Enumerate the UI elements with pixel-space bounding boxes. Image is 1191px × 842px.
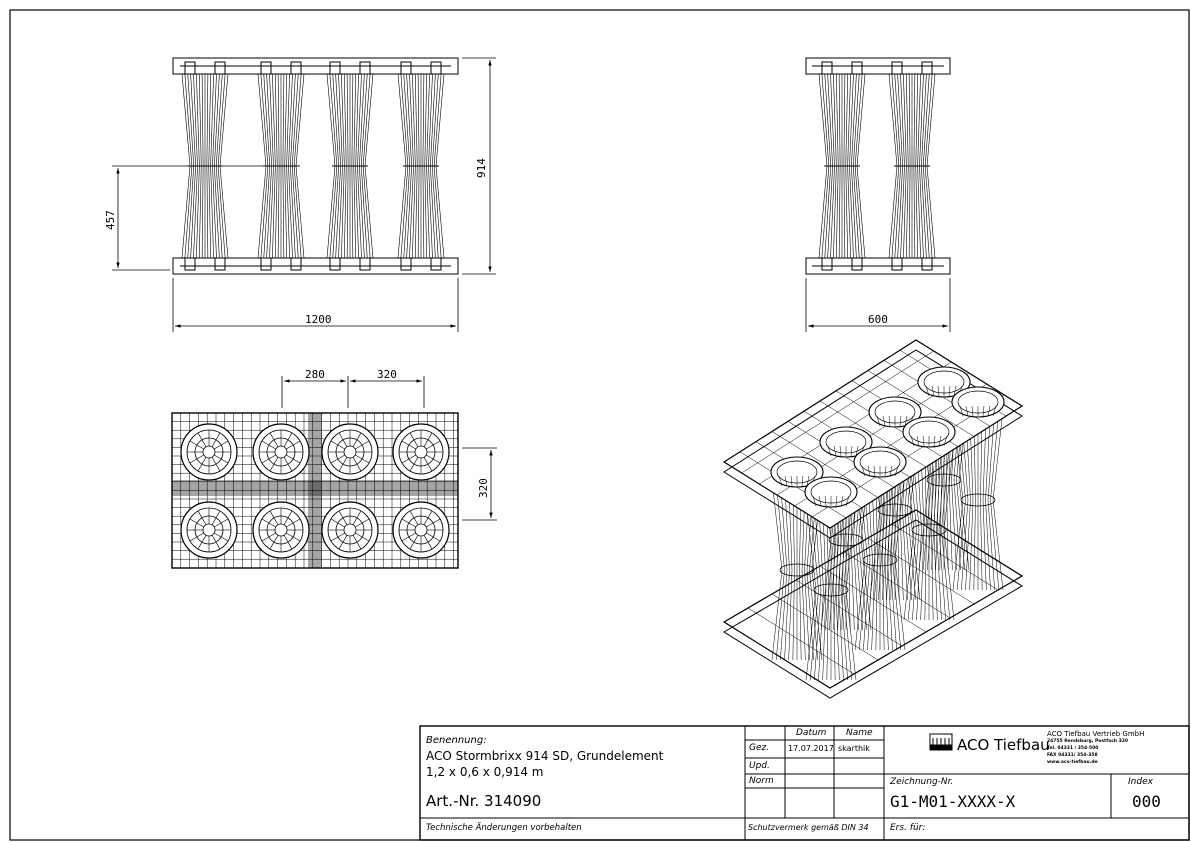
index-value: 000 <box>1132 792 1161 811</box>
side-dimensions <box>805 278 951 332</box>
aco-logo-mark <box>929 733 953 751</box>
dim-top-spacing-a: 280 <box>305 368 325 381</box>
sheet-border <box>9 9 1190 841</box>
col-datum: Datum <box>796 728 827 738</box>
dim-side-width: 600 <box>868 313 888 326</box>
title-block <box>419 725 1190 841</box>
side-view <box>805 57 951 275</box>
row-norm: Norm <box>749 776 774 786</box>
front-bottom-plate <box>172 257 459 275</box>
front-dimensions <box>112 57 496 332</box>
protection-note: Schutzvermerk gemäß DIN 34 <box>748 823 869 832</box>
index-label: Index <box>1128 777 1153 787</box>
drawing-no-label: Zeichnung-Nr. <box>890 777 954 787</box>
side-top-plate <box>805 57 951 75</box>
company-web: www.aco-tiefbau.de <box>1047 760 1098 765</box>
company-tel: Tel. 04331 / 354-500 <box>1047 746 1099 751</box>
dim-front-height: 914 <box>475 158 488 178</box>
description-line2: 1,2 x 0,6 x 0,914 m <box>426 765 544 779</box>
front-top-plate <box>172 57 459 75</box>
isometric-view <box>722 339 1024 699</box>
row-gez: Gez. <box>749 743 770 753</box>
technical-note: Technische Änderungen vorbehalten <box>426 823 582 833</box>
drawing-number: G1-M01-XXXX-X <box>890 792 1016 811</box>
company-logo-text: ACO Tiefbau <box>957 736 1050 754</box>
top-dimensions <box>281 376 497 521</box>
side-bottom-plate <box>805 257 951 275</box>
gez-name: skarthik <box>838 744 870 753</box>
dim-top-spacing-b: 320 <box>377 368 397 381</box>
dim-half-height: 457 <box>104 210 117 230</box>
benennung-label: Benennung: <box>426 735 487 746</box>
description-line1: ACO Stormbrixx 914 SD, Grundelement <box>426 749 664 763</box>
dim-front-width: 1200 <box>305 313 332 326</box>
gez-date: 17.07.2017 <box>788 744 834 753</box>
col-name: Name <box>846 728 873 738</box>
company-address: 24755 Rendsburg, Postfach 320 <box>1047 739 1129 744</box>
ers-label: Ers. für: <box>890 823 926 833</box>
row-upd: Upd. <box>749 761 770 771</box>
article-number: Art.-Nr. 314090 <box>426 792 542 810</box>
company-fax: FAX 04331/ 354-358 <box>1047 753 1098 758</box>
dim-top-spacing-c: 320 <box>477 478 490 498</box>
company-name: ACO Tiefbau Vertrieb GmbH <box>1047 730 1145 738</box>
top-view <box>171 412 459 569</box>
